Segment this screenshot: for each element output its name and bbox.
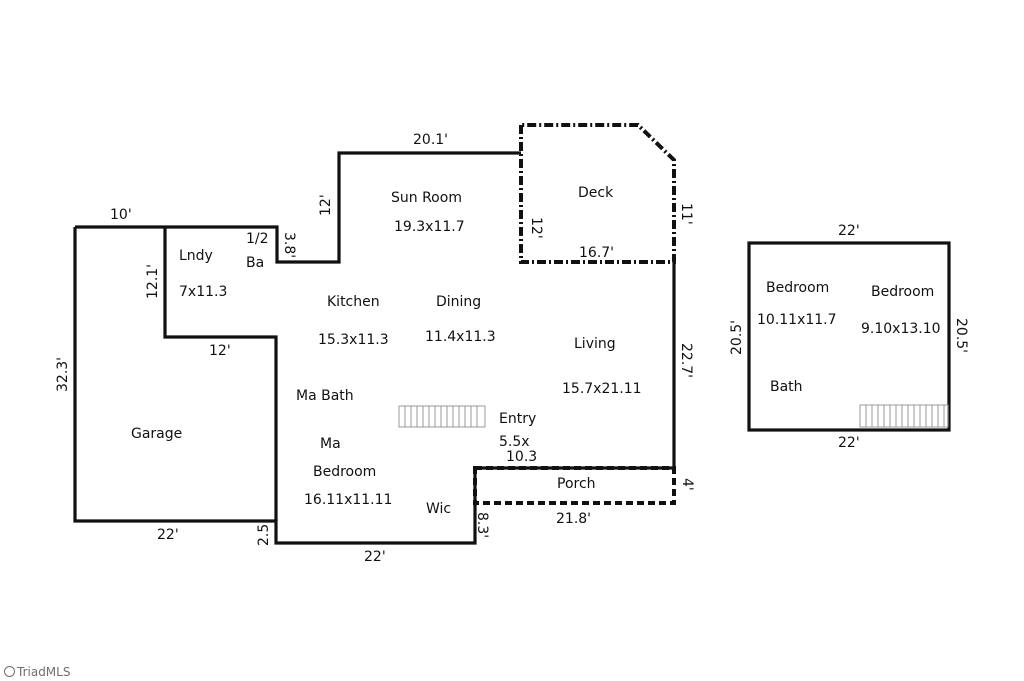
deck-outline bbox=[519, 123, 676, 264]
dim-porch-bottom: 21.8' bbox=[556, 511, 591, 527]
upper-bedroom-left-label: Bedroom bbox=[766, 280, 829, 296]
dim-deck-bottom: 16.7' bbox=[579, 245, 614, 261]
half-bath-label-2: Ba bbox=[246, 255, 264, 271]
dim-living-right: 22.7' bbox=[678, 343, 694, 378]
dim-garage-bottom: 22' bbox=[157, 527, 179, 543]
main-stairs bbox=[398, 405, 486, 428]
upper-stairs bbox=[859, 404, 949, 428]
dim-garage-step: 2.5' bbox=[256, 520, 272, 546]
living-label: Living bbox=[574, 336, 616, 352]
dining-size: 11.4x11.3 bbox=[425, 329, 496, 345]
dim-upper-bottom: 22' bbox=[838, 435, 860, 451]
upper-bedroom-left-size: 10.11x11.7 bbox=[757, 312, 837, 328]
lndy-label: Lndy bbox=[179, 248, 213, 264]
laundry-garage-wall bbox=[163, 227, 278, 521]
porch-label: Porch bbox=[557, 476, 596, 492]
dim-wic-right: 8.3' bbox=[474, 512, 490, 538]
dim-upper-right: 20.5' bbox=[953, 318, 969, 353]
half-bath-label-1: 1/2 bbox=[246, 231, 269, 247]
ma-bedroom-label-2: Bedroom bbox=[313, 464, 376, 480]
sun-room-label: Sun Room bbox=[391, 190, 462, 206]
upper-bath-label: Bath bbox=[770, 379, 803, 395]
watermark-text: TriadMLS bbox=[17, 665, 71, 679]
dim-sunroom-top: 20.1' bbox=[413, 132, 448, 148]
upper-bedroom-right-label: Bedroom bbox=[871, 284, 934, 300]
living-size: 15.7x21.11 bbox=[562, 381, 642, 397]
dim-sunroom-left: 12' bbox=[318, 194, 334, 216]
ma-bedroom-size: 16.11x11.11 bbox=[304, 492, 392, 508]
dim-garage-inner-top: 12' bbox=[209, 343, 231, 359]
dim-porch-right: 4' bbox=[679, 478, 695, 491]
dining-label: Dining bbox=[436, 294, 481, 310]
upper-bedroom-right-size: 9.10x13.10 bbox=[861, 321, 941, 337]
garage-label: Garage bbox=[131, 426, 182, 442]
wic-label: Wic bbox=[426, 501, 451, 517]
dim-upper-left: 20.5' bbox=[729, 320, 745, 355]
dim-bedroom-bottom: 22' bbox=[364, 549, 386, 565]
garage-outline bbox=[75, 151, 521, 264]
dim-laundry-left: 12.1' bbox=[145, 264, 161, 299]
sun-room-size: 19.3x11.7 bbox=[394, 219, 465, 235]
dim-deck-right: 11' bbox=[678, 203, 694, 225]
dim-garage-top: 10' bbox=[110, 207, 132, 223]
ma-bedroom-label-1: Ma bbox=[320, 436, 341, 452]
dim-garage-left: 32.3' bbox=[55, 357, 71, 392]
entry-label: Entry bbox=[499, 411, 536, 427]
entry-size-1: 5.5x bbox=[499, 434, 530, 450]
kitchen-size: 15.3x11.3 bbox=[318, 332, 389, 348]
dim-halfbath-right: 3.8' bbox=[281, 232, 297, 258]
ma-bath-label: Ma Bath bbox=[296, 388, 354, 404]
copyright-icon bbox=[4, 666, 15, 677]
dim-upper-top: 22' bbox=[838, 223, 860, 239]
dim-deck-left: 12' bbox=[528, 217, 544, 239]
garage-outer-wall bbox=[73, 227, 477, 545]
porch-outline bbox=[473, 466, 676, 505]
kitchen-label: Kitchen bbox=[327, 294, 380, 310]
upper-level-outline bbox=[747, 241, 951, 432]
deck-label: Deck bbox=[578, 185, 614, 201]
entry-size-2: 10.3 bbox=[506, 449, 537, 465]
triadmls-watermark: TriadMLS bbox=[4, 665, 70, 679]
lndy-size: 7x11.3 bbox=[179, 284, 227, 300]
